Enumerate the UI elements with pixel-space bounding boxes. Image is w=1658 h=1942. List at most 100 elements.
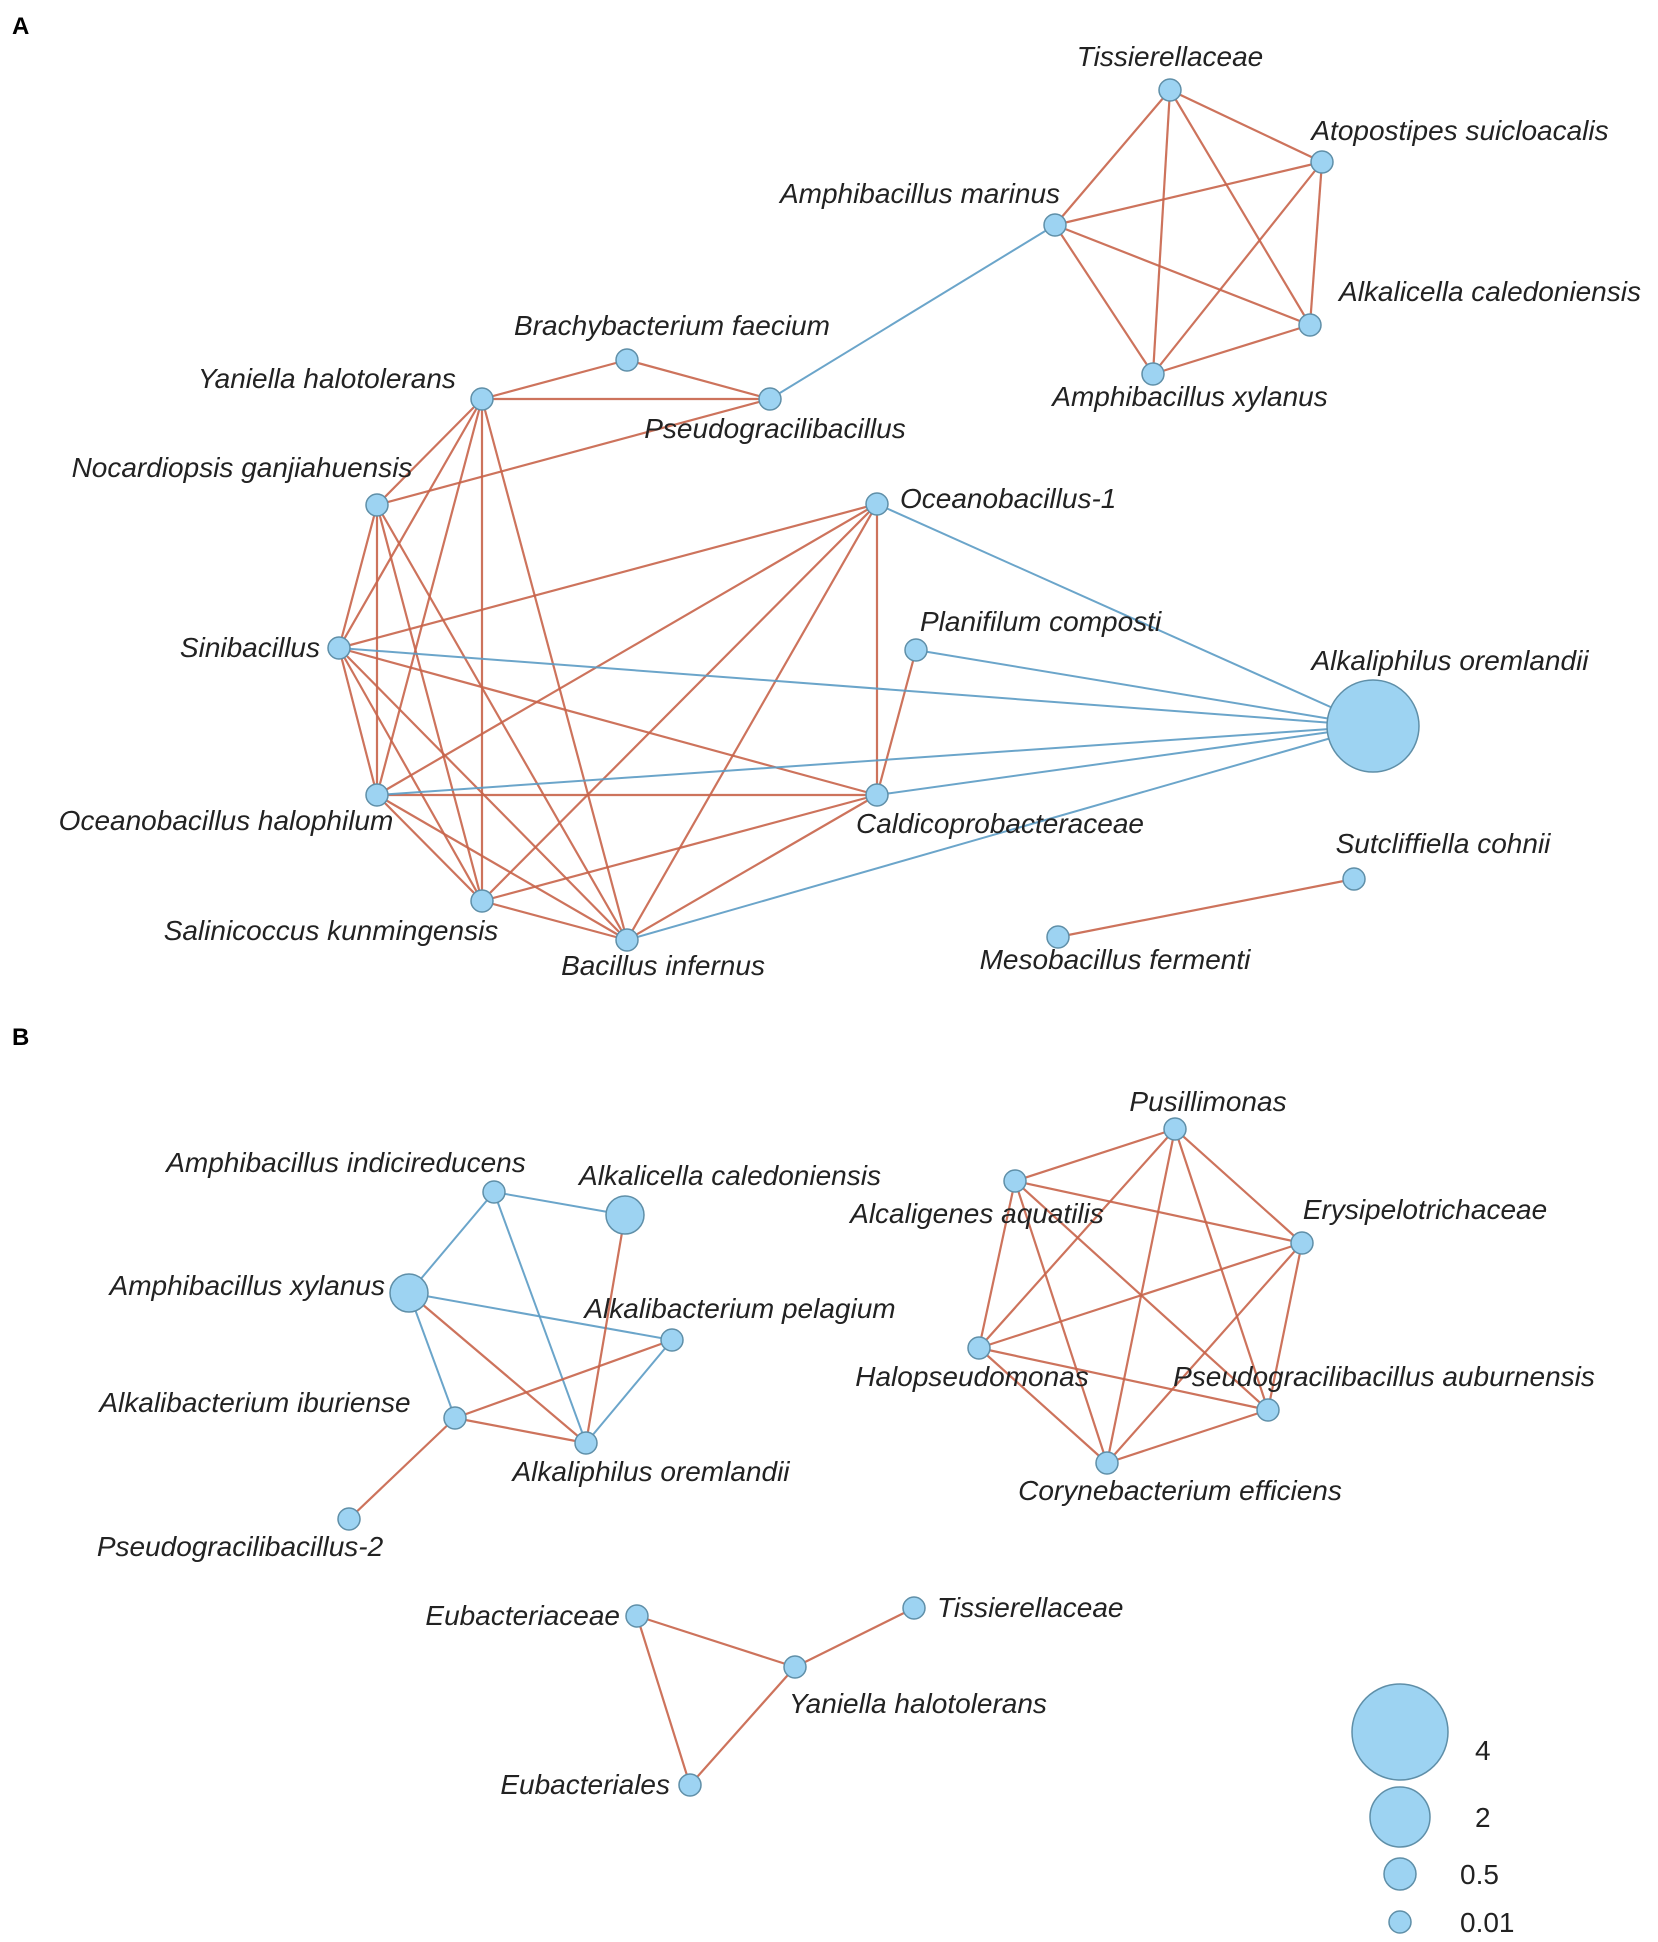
node-label-hal: Halopseudomonas — [855, 1361, 1089, 1392]
edge-ali-ps2 — [348, 1417, 456, 1520]
node-hal[interactable] — [967, 1336, 991, 1360]
node-label-ami: Amphibacillus indicireducens — [164, 1147, 526, 1178]
node-alp[interactable] — [660, 1328, 684, 1352]
node-bra[interactable] — [615, 348, 639, 372]
legend-label-2: 0.5 — [1460, 1859, 1499, 1890]
node-tis2[interactable] — [902, 1596, 926, 1620]
node-sut[interactable] — [1342, 867, 1366, 891]
node-label-aaq: Alcaligenes aquatilis — [848, 1198, 1104, 1229]
legend-circle-3 — [1388, 1910, 1412, 1934]
node-noc[interactable] — [365, 493, 389, 517]
node-label-amx: Amphibacillus xylanus — [1050, 381, 1327, 412]
edge-och-alo — [376, 725, 1374, 796]
node-oc1[interactable] — [865, 492, 889, 516]
edge-och-sal — [376, 794, 483, 902]
node-amx[interactable] — [1141, 362, 1165, 386]
node-label-ebl: Eubacteriales — [500, 1769, 670, 1800]
edge-sal-oc1 — [481, 503, 878, 902]
edge-hal-psa — [978, 1346, 1269, 1412]
edge-hal-cor — [978, 1347, 1108, 1464]
edge-alp-alo2 — [585, 1339, 673, 1444]
edge-aaq-hal — [977, 1180, 1017, 1349]
node-label-sin: Sinibacillus — [180, 632, 320, 663]
node-amm[interactable] — [1043, 213, 1067, 237]
node-alo[interactable] — [1326, 679, 1420, 773]
edge-yan-noc — [376, 398, 483, 506]
node-pus[interactable] — [1163, 1117, 1187, 1141]
node-size-legend: 420.50.01 — [1351, 1683, 1515, 1938]
edge-tis-amx — [1151, 89, 1172, 375]
edge-bra-yan — [481, 358, 628, 401]
node-alc[interactable] — [1298, 313, 1322, 337]
node-label-ali: Alkalibacterium iburiense — [97, 1387, 410, 1418]
node-sin[interactable] — [327, 636, 351, 660]
node-label-cal: Caldicoprobacteraceae — [856, 808, 1144, 839]
edge-ami-alo2 — [493, 1191, 587, 1444]
node-eub[interactable] — [625, 1604, 649, 1628]
node-bac[interactable] — [615, 928, 639, 952]
edges-layer — [337, 89, 1374, 1786]
node-label-alp: Alkalibacterium pelagium — [582, 1293, 895, 1324]
edge-pla-alo — [915, 649, 1374, 727]
node-pla[interactable] — [904, 638, 928, 662]
edge-pla-cal — [875, 649, 918, 796]
node-pse[interactable] — [758, 387, 782, 411]
node-ali[interactable] — [443, 1406, 467, 1430]
edge-sin-cal — [338, 646, 878, 797]
edge-ali-alo2 — [454, 1416, 587, 1445]
edge-alc2-alo2 — [584, 1214, 627, 1444]
edge-och-bac — [376, 794, 628, 941]
legend-circle-2 — [1383, 1857, 1417, 1891]
node-och[interactable] — [365, 783, 389, 807]
node-alc2[interactable] — [605, 1195, 645, 1235]
node-ps2[interactable] — [337, 1507, 361, 1531]
node-psa[interactable] — [1256, 1398, 1280, 1422]
edge-amm-amx — [1054, 224, 1154, 375]
node-ami[interactable] — [482, 1180, 506, 1204]
edge-noc-pse — [376, 397, 771, 507]
node-yan[interactable] — [470, 387, 494, 411]
node-label-alo2: Alkaliphilus oremlandii — [510, 1456, 790, 1487]
edge-oc1-alo — [876, 503, 1374, 727]
edge-pus-aaq — [1014, 1127, 1176, 1183]
panel-b-label: B — [12, 1024, 29, 1051]
node-mes[interactable] — [1046, 925, 1070, 949]
node-label-psa: Pseudogracilibacillus auburnensis — [1173, 1361, 1595, 1392]
node-aaq[interactable] — [1003, 1169, 1027, 1193]
node-label-yan2: Yaniella halotolerans — [789, 1688, 1047, 1719]
edge-tis-ato — [1169, 89, 1323, 163]
edge-ery-cor — [1106, 1242, 1303, 1464]
legend-label-0: 4 — [1475, 1735, 1491, 1766]
node-label-amx2: Amphibacillus xylanus — [108, 1270, 385, 1301]
node-ebl[interactable] — [678, 1773, 702, 1797]
node-label-pse: Pseudogracilibacillus — [644, 413, 905, 444]
edge-eub-ebl — [635, 1615, 692, 1786]
edge-ali-alp — [454, 1338, 673, 1420]
node-ato[interactable] — [1310, 150, 1334, 174]
edge-pus-ery — [1174, 1128, 1303, 1244]
edge-psa-cor — [1106, 1408, 1269, 1465]
edge-sin-och — [337, 647, 379, 796]
edge-tis-alc — [1169, 89, 1311, 326]
node-sal[interactable] — [470, 889, 494, 913]
node-alo2[interactable] — [574, 1431, 598, 1455]
edge-amm-alc — [1054, 223, 1311, 327]
edge-sin-oc1 — [338, 502, 878, 650]
node-cor[interactable] — [1095, 1451, 1119, 1475]
node-label-alo: Alkaliphilus oremlandii — [1309, 645, 1589, 676]
node-cal[interactable] — [865, 783, 889, 807]
edge-ami-alc2 — [493, 1191, 626, 1216]
edge-ami-amx2 — [408, 1191, 495, 1294]
node-amx2[interactable] — [389, 1273, 429, 1313]
node-label-pla: Planifilum composti — [920, 606, 1162, 637]
edge-amx2-alp — [408, 1292, 673, 1341]
edge-bra-pse — [626, 358, 771, 401]
legend-label-1: 2 — [1475, 1802, 1491, 1833]
node-ery[interactable] — [1290, 1231, 1314, 1255]
node-yan2[interactable] — [783, 1655, 807, 1679]
node-label-ps2: Pseudogracilibacillus-2 — [97, 1531, 384, 1562]
edge-och-oc1 — [376, 503, 878, 796]
node-tis[interactable] — [1158, 78, 1182, 102]
edge-sal-bac — [481, 899, 628, 942]
edge-amm-pse — [769, 224, 1056, 400]
